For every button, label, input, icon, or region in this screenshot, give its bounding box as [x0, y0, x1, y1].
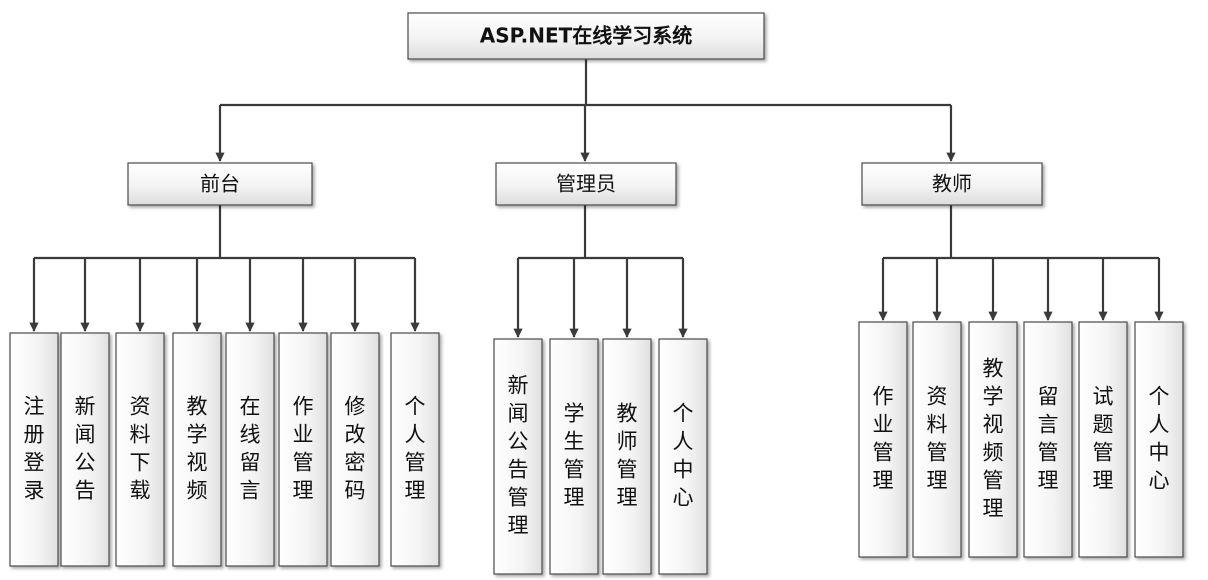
- leaf-node-box-1-0: [493, 338, 543, 575]
- group-node-box-2: [861, 162, 1043, 206]
- leaf-node-label-2-2: 教学视频管理: [983, 357, 1004, 521]
- leaf-node-label-1-2: 教师管理: [617, 402, 638, 510]
- leaf-node-label-0-1: 新闻公告: [75, 395, 96, 503]
- leaf-node-label-2-1: 资料管理: [927, 385, 948, 493]
- connector-lines: [29, 59, 1164, 338]
- group-node-label-0: 前台: [200, 172, 240, 196]
- leaf-node-box-2-5: [1134, 321, 1184, 558]
- root-node-box: [407, 12, 765, 60]
- group-node-box-1: [495, 162, 677, 206]
- leaf-node-box-1-3: [658, 338, 708, 575]
- leaf-node-label-2-4: 试题管理: [1093, 385, 1114, 493]
- leaf-node-label-1-3: 个人中心: [673, 402, 694, 510]
- leaf-node-box-0-6: [330, 332, 380, 567]
- leaf-node-label-0-5: 作业管理: [293, 395, 314, 503]
- leaf-node-label-1-0: 新闻公告管理: [508, 374, 529, 538]
- leaf-node-label-0-4: 在线留言: [240, 395, 261, 503]
- group-node-label-1: 管理员: [556, 172, 616, 196]
- leaf-node-label-1-1: 学生管理: [564, 402, 585, 510]
- leaf-node-box-0-3: [172, 332, 222, 567]
- leaf-node-label-0-2: 资料下载: [130, 395, 151, 503]
- root-node-label: ASP.NET在线学习系统: [480, 24, 693, 48]
- leaf-node-box-2-2: [968, 321, 1018, 558]
- leaf-node-label-0-0: 注册登录: [24, 395, 45, 503]
- leaf-node-box-2-4: [1078, 321, 1128, 558]
- leaf-node-box-0-0: [9, 332, 59, 567]
- group-node-label-2: 教师: [932, 172, 972, 196]
- leaf-node-box-0-1: [60, 332, 110, 567]
- leaf-node-box-2-3: [1023, 321, 1073, 558]
- leaf-node-label-0-7: 个人管理: [405, 395, 426, 503]
- leaf-node-label-2-0: 作业管理: [873, 385, 894, 493]
- leaf-node-box-0-4: [225, 332, 275, 567]
- leaf-node-box-2-0: [858, 321, 908, 558]
- leaf-node-label-2-3: 留言管理: [1038, 385, 1059, 493]
- leaf-node-label-0-3: 教学视频: [187, 395, 208, 503]
- leaf-node-label-2-5: 个人中心: [1149, 385, 1170, 493]
- leaf-node-label-0-6: 修改密码: [345, 395, 366, 503]
- leaf-node-box-0-5: [278, 332, 328, 567]
- leaf-node-box-0-7: [390, 332, 440, 567]
- leaf-node-box-0-2: [115, 332, 165, 567]
- leaf-node-box-2-1: [912, 321, 962, 558]
- group-node-box-0: [127, 162, 313, 206]
- leaf-node-box-1-1: [549, 338, 599, 575]
- leaf-node-box-1-2: [602, 338, 652, 575]
